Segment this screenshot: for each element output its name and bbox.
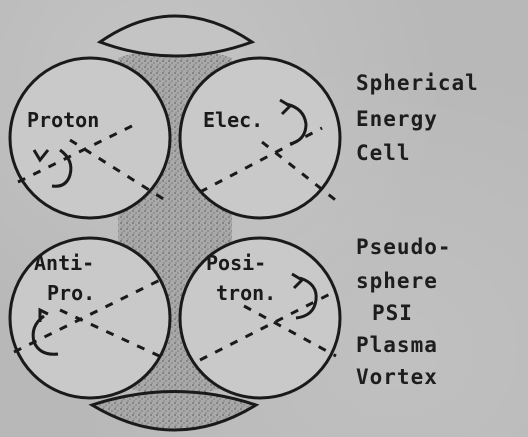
top-lens-cap <box>100 16 252 56</box>
electron-sphere <box>180 58 340 218</box>
positron-label-line2: tron. <box>216 281 276 305</box>
pseudosphere-caption-line5: Vortex <box>356 364 438 390</box>
antiproton-label-line2: Pro. <box>47 281 95 305</box>
proton-sphere <box>10 58 170 218</box>
proton-label: Proton <box>27 108 99 132</box>
pseudosphere-caption-line1: Pseudo- <box>356 234 452 260</box>
spherical-caption-line3: Cell <box>356 140 411 166</box>
pseudosphere-caption-line3: PSI <box>372 300 413 326</box>
spherical-caption-line2: Energy <box>356 106 438 132</box>
pseudosphere-caption-line2: sphere <box>356 268 438 294</box>
spherical-caption-line1: Spherical <box>356 70 479 96</box>
bottom-lens-cap <box>92 392 256 431</box>
antiproton-label-line1: Anti- <box>34 251 94 275</box>
pseudosphere-caption-line4: Plasma <box>356 332 438 358</box>
electron-label: Elec. <box>203 108 263 132</box>
positron-label-line1: Posi- <box>206 251 266 275</box>
